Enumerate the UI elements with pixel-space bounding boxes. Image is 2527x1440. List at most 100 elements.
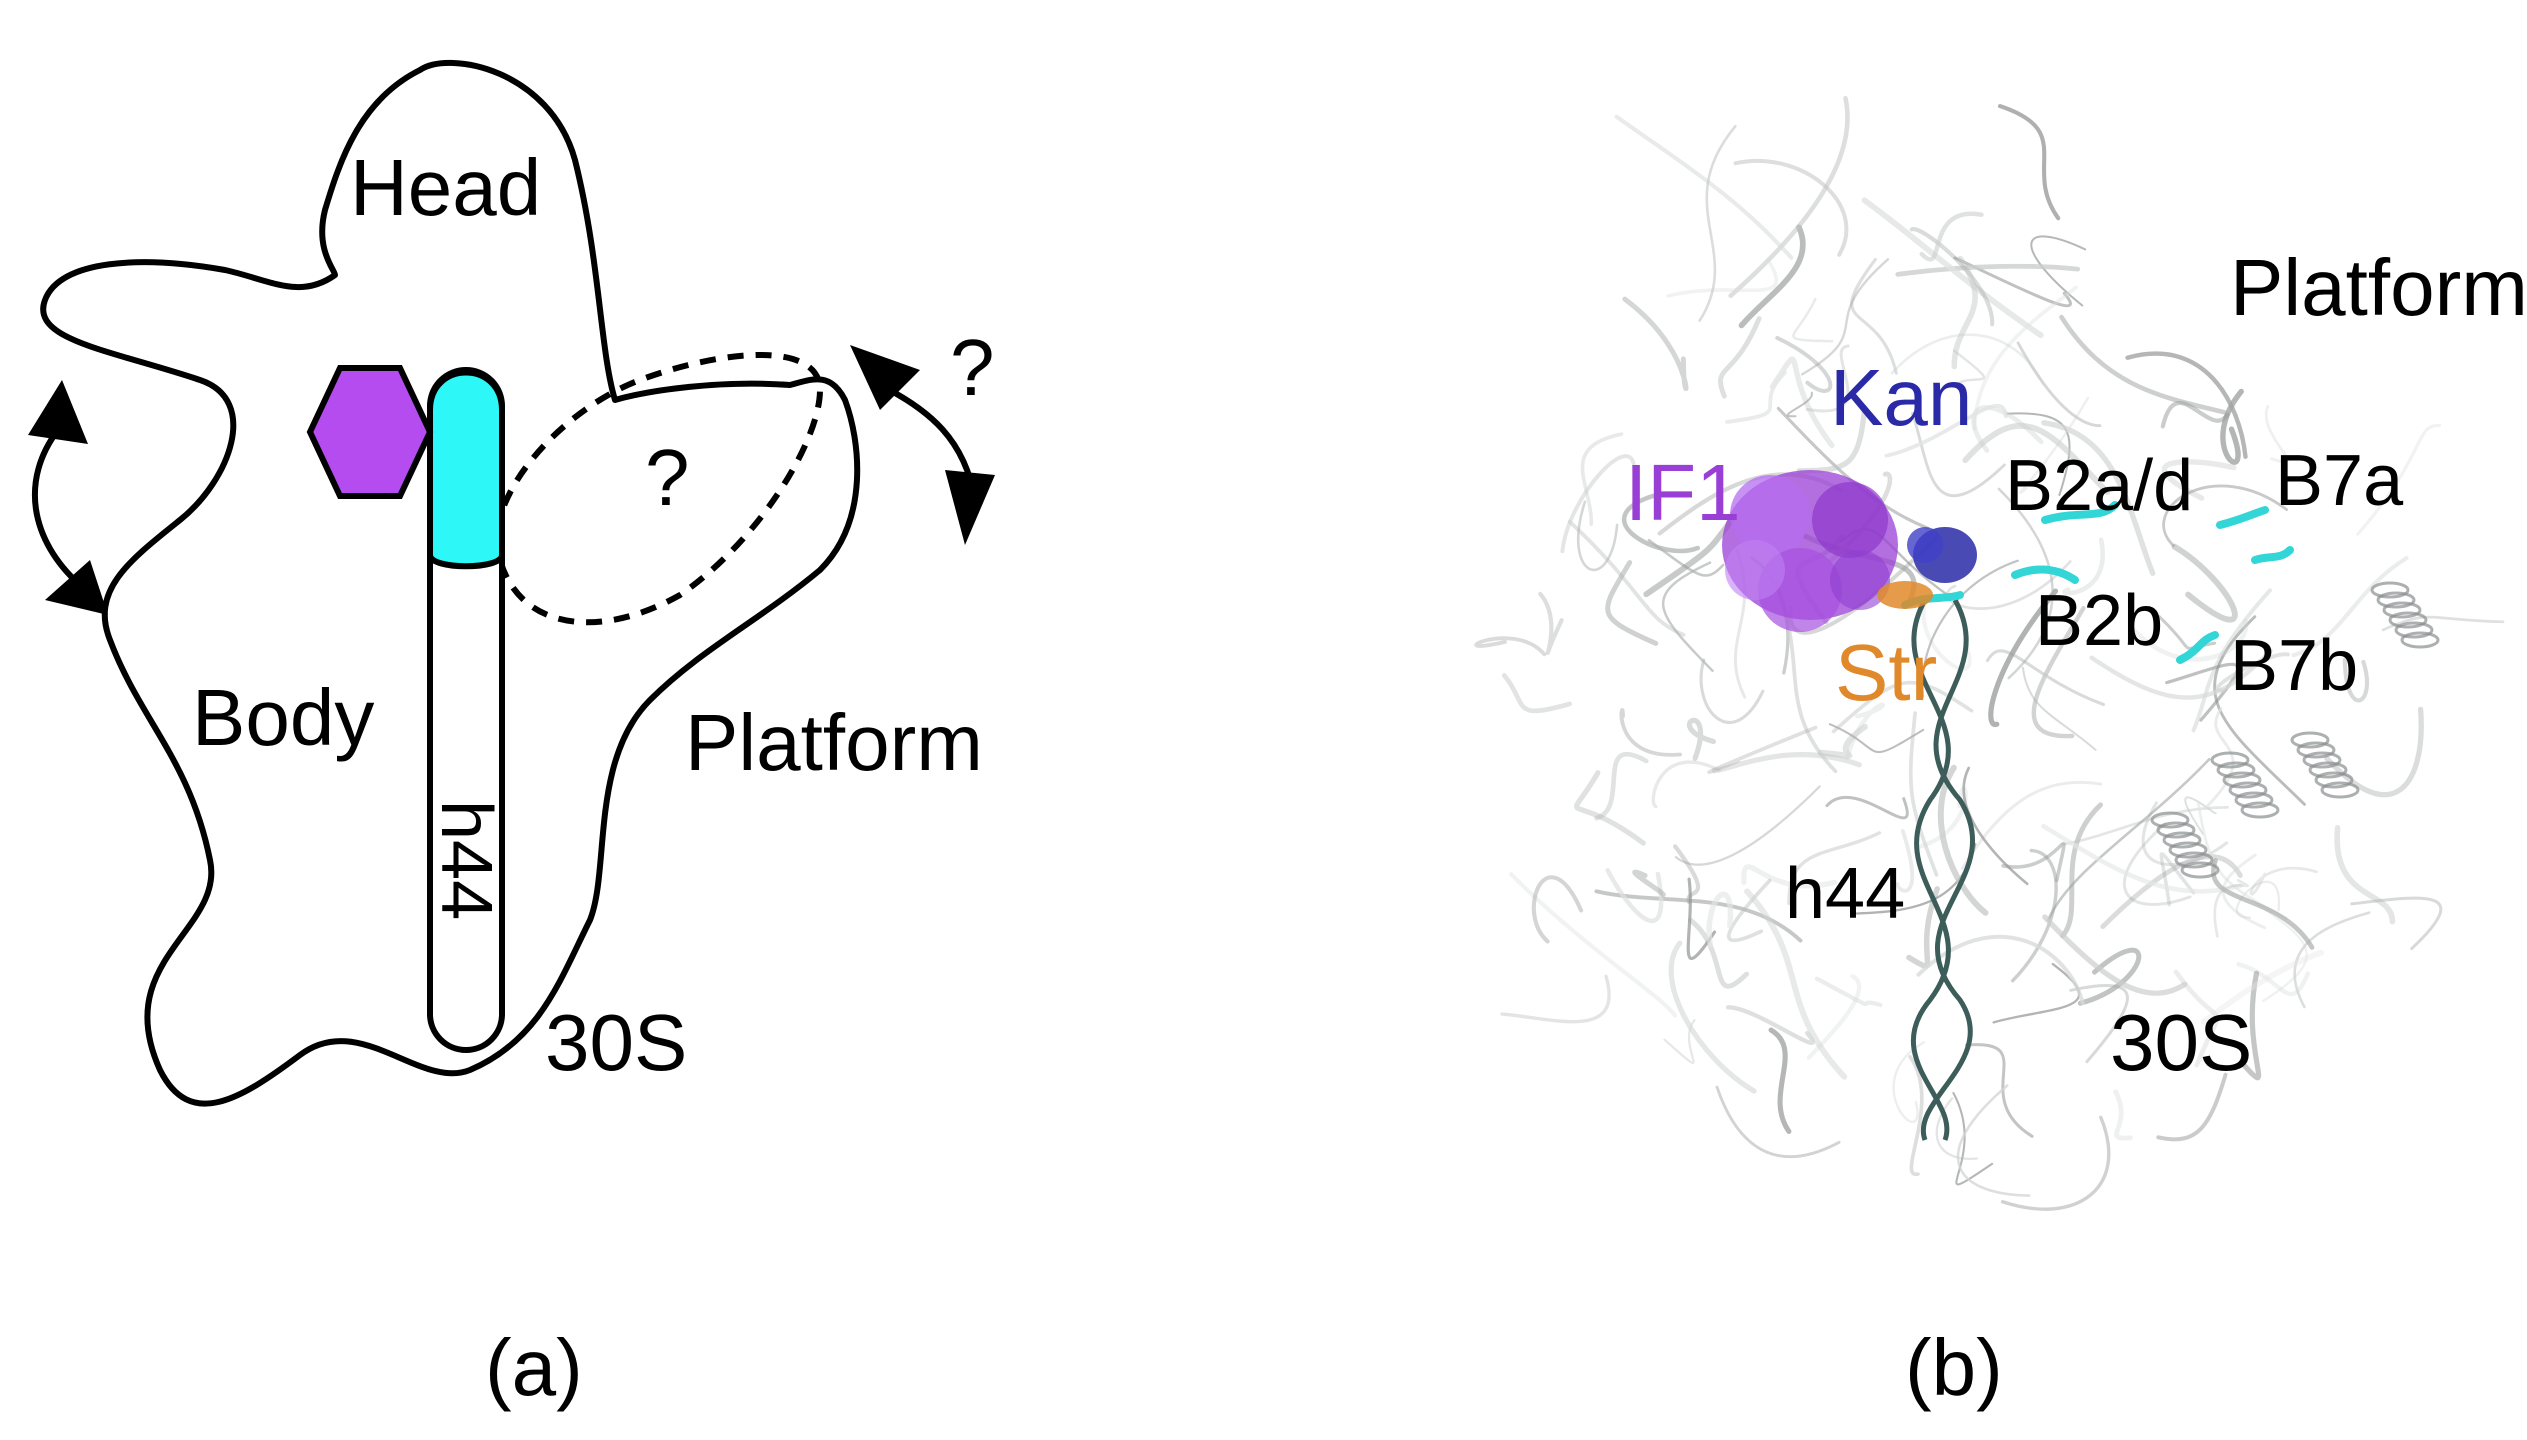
- ribbon-strand: [1699, 658, 1765, 724]
- ribbon-strand: [2011, 848, 2058, 983]
- ribbon-strand: [1622, 493, 1700, 554]
- ribbon-strand: [2184, 796, 2217, 835]
- ribbon-strand: [1960, 780, 2103, 870]
- helix-coil: [2162, 831, 2202, 849]
- ribbon-strand: [1474, 636, 1547, 657]
- ribbon-strand: [1952, 1091, 1994, 1186]
- ribbon-strand: [1921, 597, 1972, 671]
- platform-label-b: Platform: [2230, 243, 2527, 332]
- helix-coil: [2222, 771, 2262, 789]
- ribbon-strand: [1787, 831, 1882, 906]
- ribbon-strand: [2069, 984, 2129, 1064]
- helix-coil: [2210, 751, 2250, 769]
- ribbon-strand: [1715, 1085, 1841, 1158]
- ribbon-strand: [1605, 867, 1664, 924]
- ribbon-strand: [1951, 255, 1978, 370]
- ribbon-strand: [2156, 1072, 2228, 1142]
- ribbon-strand: [1651, 760, 1721, 809]
- ribbon-strand: [2220, 388, 2244, 465]
- ribbon-strand: [1906, 886, 1940, 969]
- helix-coil: [2168, 841, 2208, 859]
- ribbon-strand: [1560, 454, 1637, 554]
- str-label: Str: [1835, 628, 1937, 717]
- ribbon-strand: [2000, 1115, 2111, 1211]
- ribbon-strand: [1619, 708, 1682, 757]
- ribbon-strand: [1972, 285, 2078, 431]
- ribbon-strand: [1775, 336, 1833, 393]
- dashed-platform-ellipse: [493, 352, 824, 626]
- ribbon-strand: [1786, 391, 1813, 418]
- left-arrow-head-top: [28, 380, 88, 444]
- ribbon-strand: [2059, 314, 2227, 415]
- ribbon-strand: [2122, 822, 2192, 906]
- ribbon-strand: [1673, 844, 1701, 904]
- kan-label: Kan: [1830, 353, 1972, 442]
- helix-coil: [2296, 741, 2336, 759]
- str-surface: [1877, 581, 1933, 609]
- panel-a: Head Body Platform 30S ? ? h44 (a): [28, 59, 995, 1412]
- head-label: Head: [350, 143, 541, 232]
- ribbon-strand: [2089, 648, 2273, 700]
- left-arrow-head-bottom: [45, 560, 108, 615]
- ribbon-strand: [1997, 487, 2054, 680]
- ribbon-strand: [2215, 652, 2290, 693]
- ribbon-strand: [2077, 947, 2142, 1006]
- ribbon-strand: [1895, 829, 1915, 893]
- ribbon-strand: [1674, 785, 1821, 866]
- ribbon-strand: [2350, 896, 2443, 951]
- helix-coil: [2314, 771, 2354, 789]
- helix-coil: [2180, 861, 2220, 879]
- helix-coil: [2320, 781, 2360, 799]
- helix-coil: [2240, 801, 2280, 819]
- ribbon-strand: [2324, 706, 2424, 798]
- platform-label-a: Platform: [685, 698, 983, 787]
- ribbon-strand: [2191, 588, 2272, 733]
- ribbon-strand: [1965, 1043, 2034, 1138]
- ribbon-strand: [1985, 649, 2106, 707]
- ribbon-strand: [1707, 725, 1818, 774]
- ribbon-strand: [1662, 561, 1714, 672]
- ribbon-strand: [1567, 519, 1686, 637]
- helix-coil: [2382, 601, 2422, 619]
- b2b-label: B2b: [2035, 581, 2163, 661]
- helix-coil: [2376, 591, 2416, 609]
- ribbon-strand: [1769, 356, 1835, 449]
- ribbon-strand: [1806, 974, 1862, 1060]
- subunit-label-b: 30S: [2110, 998, 2252, 1087]
- subunit-outline: [40, 59, 861, 1107]
- ribbon-strand: [2356, 423, 2441, 536]
- caption-b: (b): [1905, 1323, 2003, 1412]
- ribbon-strand: [1909, 227, 1995, 327]
- ribbon-strand: [1594, 751, 1649, 821]
- ribbon-strand: [1937, 764, 1989, 916]
- ribbon-strand: [2019, 396, 2090, 495]
- ribbon-strand: [1744, 888, 1848, 1080]
- ribbon-strand: [2200, 949, 2325, 1025]
- ribbon-strand: [1919, 211, 1984, 262]
- ribbon-strand: [1895, 263, 2081, 277]
- ribbon-strand: [1622, 296, 1689, 392]
- ribbon-strand: [2334, 825, 2396, 925]
- ribbon-strand: [2236, 962, 2310, 997]
- helix-coil: [2394, 621, 2434, 639]
- ribbon-strand: [1890, 333, 2045, 385]
- ribbon-strand: [1910, 412, 2006, 498]
- ribbon-strand: [1725, 1005, 1815, 1045]
- h44-helix: [1910, 598, 1975, 1141]
- ribbon-strand: [1935, 1097, 1978, 1160]
- ribbon-strand: [2291, 556, 2409, 658]
- ribbon-strand: [1666, 257, 1779, 298]
- ribbon-strand: [1892, 1041, 1925, 1124]
- ribbon-strand: [1711, 751, 1862, 774]
- ribbon-strand: [2240, 970, 2262, 1081]
- ribbon-strand: [1538, 591, 1564, 655]
- caption-a: (a): [485, 1323, 583, 1412]
- ribbon-strand: [2046, 757, 2211, 922]
- ribbon-strand: [1962, 423, 2111, 496]
- ribbon-strand: [2264, 404, 2289, 464]
- ribbon-strand: [2161, 459, 2237, 501]
- ribbon-strand: [1576, 500, 1619, 572]
- ribbon-strand: [2021, 666, 2097, 751]
- ribbon-strand: [1574, 770, 1646, 846]
